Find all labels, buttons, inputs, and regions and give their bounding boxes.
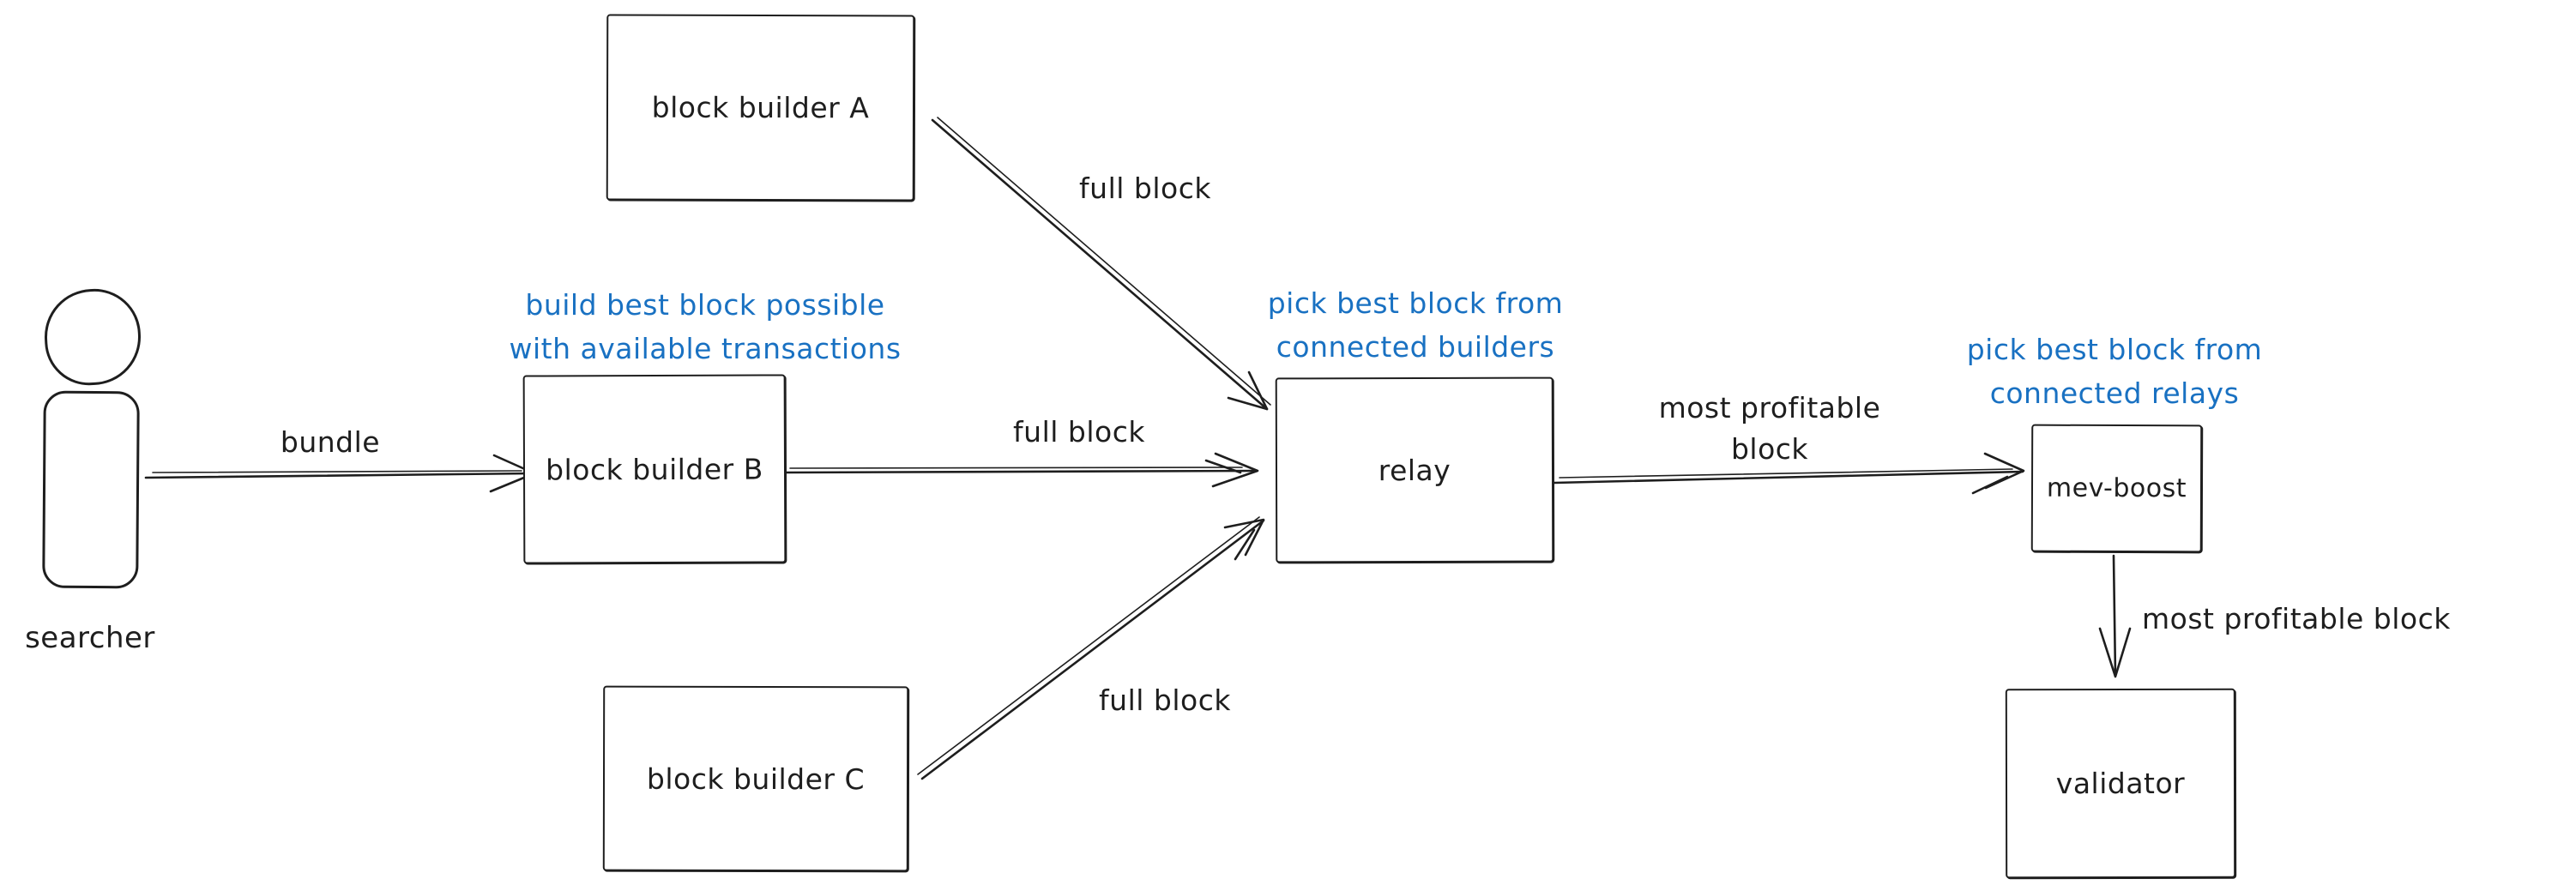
node-validator: validator bbox=[2005, 688, 2236, 879]
edge-label-line: block bbox=[1730, 432, 1809, 466]
annotation-line: build best block possible bbox=[525, 288, 885, 322]
annotation-line: connected builders bbox=[1276, 330, 1555, 364]
edge-label-line: most profitable bbox=[1658, 391, 1881, 424]
actor-label-searcher: searcher bbox=[25, 621, 155, 655]
node-label: block builder A bbox=[651, 90, 870, 125]
node-relay: relay bbox=[1275, 376, 1554, 563]
annotation-line: with available transactions bbox=[509, 332, 902, 365]
annotation-line: pick best block from bbox=[1267, 286, 1564, 320]
edge-label-full-block-top: full block bbox=[1079, 172, 1211, 205]
node-block-builder-b: block builder B bbox=[522, 374, 787, 564]
annotation-mevboost-note: pick best block from connected relays bbox=[1926, 328, 2303, 415]
arrow-builder-a-to-relay bbox=[931, 117, 1271, 411]
node-mev-boost: mev-boost bbox=[2030, 424, 2203, 553]
node-label: mev-boost bbox=[2046, 473, 2187, 504]
person-icon-body bbox=[42, 390, 140, 589]
node-block-builder-a: block builder A bbox=[606, 14, 915, 202]
node-label: block builder B bbox=[546, 452, 763, 486]
arrow-mevboost-to-validator bbox=[2098, 554, 2132, 678]
edge-label-most-profitable-block-right: most profitable block bbox=[2142, 602, 2451, 635]
annotation-line: connected relays bbox=[1989, 376, 2240, 410]
annotation-builders-note: build best block possible with available… bbox=[448, 283, 962, 370]
node-label: relay bbox=[1378, 453, 1451, 487]
arrow-relay-to-mevboost bbox=[1553, 452, 2025, 495]
edge-label-full-block-middle: full block bbox=[1013, 415, 1145, 449]
edge-label-full-block-bottom: full block bbox=[1099, 683, 1231, 717]
arrow-builder-b-to-relay bbox=[783, 452, 1259, 488]
annotation-line: pick best block from bbox=[1966, 333, 2263, 366]
annotation-relay-note: pick best block from connected builders bbox=[1227, 281, 1604, 369]
edge-label-most-profitable-block-2line: most profitable block bbox=[1650, 388, 1890, 470]
arrow-searcher-to-builder-b bbox=[144, 454, 536, 493]
node-block-builder-c: block builder C bbox=[602, 685, 909, 872]
node-label: block builder C bbox=[646, 762, 866, 796]
node-label: validator bbox=[2055, 766, 2186, 801]
edge-label-bundle: bundle bbox=[280, 425, 381, 459]
arrow-builder-c-to-relay bbox=[917, 516, 1265, 780]
